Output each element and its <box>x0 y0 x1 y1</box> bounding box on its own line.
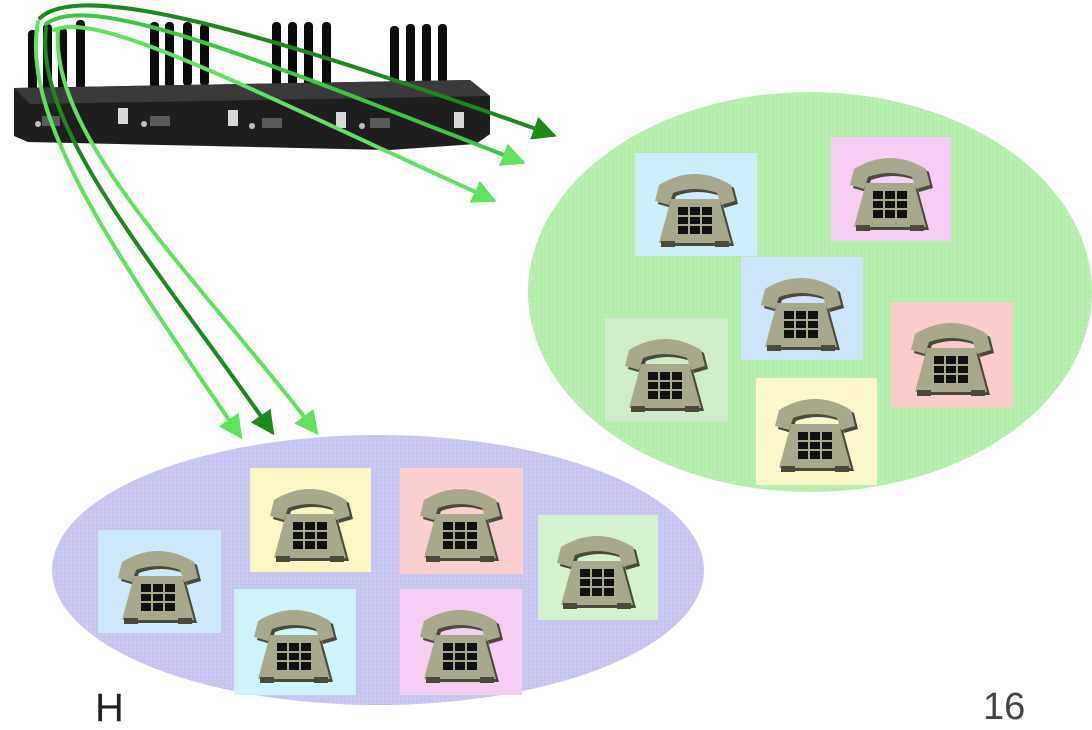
footer-text: H <box>95 686 126 730</box>
telephone-icon[interactable] <box>538 515 658 620</box>
right-cluster <box>605 137 1013 485</box>
telephone-icon[interactable] <box>756 378 877 485</box>
telephone-icon[interactable] <box>250 468 371 572</box>
connection-arrow <box>55 28 319 436</box>
connection-arrow <box>38 3 557 140</box>
telephone-icon[interactable] <box>741 257 863 360</box>
telephone-icon[interactable] <box>635 153 757 256</box>
telephone-icon[interactable] <box>831 137 951 241</box>
connection-arrow <box>44 13 526 166</box>
telephone-icon[interactable] <box>891 302 1013 408</box>
left-cluster <box>98 468 658 695</box>
slide-number: 16 <box>983 686 1026 728</box>
telephone-icon[interactable] <box>400 468 523 574</box>
gsm-gateway-icon[interactable] <box>14 20 490 150</box>
connections-left <box>33 20 319 440</box>
network-diagram <box>14 3 1092 705</box>
telephone-icon[interactable] <box>605 318 728 421</box>
left-cluster-area <box>52 435 704 705</box>
telephone-icon[interactable] <box>234 589 356 695</box>
connection-arrow <box>43 26 275 436</box>
connection-arrow <box>33 20 243 440</box>
telephone-icon[interactable] <box>400 589 522 695</box>
connections-right <box>38 3 557 203</box>
connection-arrow <box>52 25 497 203</box>
telephone-icon[interactable] <box>98 530 221 633</box>
